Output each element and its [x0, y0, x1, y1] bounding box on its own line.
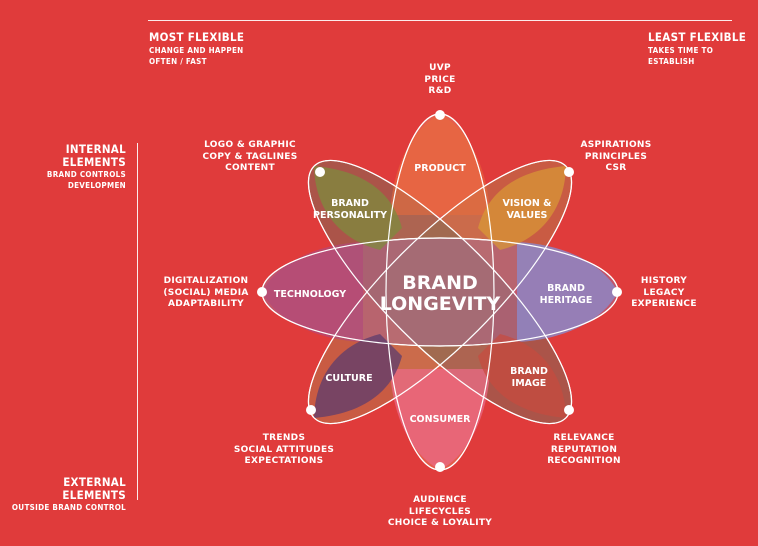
tip-image [478, 334, 566, 418]
outer-label-product: UVP PRICE R&D [390, 63, 490, 98]
most-flexible-block: MOST FLEXIBLE CHANGE AND HAPPEN OFTEN / … [149, 31, 244, 67]
outer-technology-2: (SOCIAL) MEDIA [163, 287, 249, 298]
petal-label-culture: CULTURE [325, 373, 372, 384]
outer-consumer-3: CHOICE & LOYALITY [387, 518, 493, 528]
outer-culture-1: TRENDS [262, 433, 306, 443]
tip-product [390, 114, 490, 215]
outer-consumer-1: AUDIENCE [413, 495, 467, 505]
petal-label-technology: TECHNOLOGY [274, 289, 346, 300]
top-divider-line [148, 20, 732, 21]
outer-vision-3: CSR [605, 163, 627, 173]
outer-personality-3: CONTENT [225, 163, 275, 173]
outer-heritage-2: LEGACY [643, 287, 685, 298]
tip-culture [314, 334, 402, 418]
most-flexible-title: MOST FLEXIBLE [149, 30, 245, 44]
petal-label-image-1: BRAND [510, 366, 548, 377]
outer-heritage-1: HISTORY [640, 276, 688, 286]
least-flexible-block: LEAST FLEXIBLE TAKES TIME TO ESTABLISH [648, 31, 746, 67]
center-title-line2: LONGEVITY [380, 293, 501, 315]
outer-label-consumer: AUDIENCE LIFECYCLES CHOICE & LOYALITY [375, 495, 505, 530]
outer-label-image: RELEVANCE REPUTATION RECOGNITION [532, 433, 636, 468]
petal-label-image-2: IMAGE [512, 378, 547, 389]
internal-elements-block: INTERNAL ELEMENTS BRAND CONTROLS DEVELOP… [0, 143, 126, 191]
petal-label-heritage-2: HERITAGE [540, 295, 593, 306]
least-flexible-line1: TAKES TIME TO [648, 46, 714, 55]
outer-image-1: RELEVANCE [553, 433, 615, 443]
dot-consumer [435, 462, 445, 472]
outer-image-2: REPUTATION [550, 444, 618, 455]
dot-personality [315, 167, 325, 177]
outer-label-personality: LOGO & GRAPHIC COPY & TAGLINES CONTENT [196, 140, 304, 175]
tip-heritage [517, 242, 618, 342]
dot-technology [257, 287, 267, 297]
outer-label-vision: ASPIRATIONS PRINCIPLES CSR [566, 140, 666, 175]
outer-technology-3: ADAPTABILITY [168, 299, 244, 309]
dot-heritage [612, 287, 622, 297]
center-title-line1: BRAND [402, 272, 478, 294]
outer-culture-2: SOCIAL ATTITUDES [233, 444, 335, 455]
petal-label-vision-2: VALUES [507, 210, 548, 221]
outer-label-heritage: HISTORY LEGACY EXPERIENCE [614, 276, 714, 311]
most-flexible-line2: OFTEN / FAST [149, 57, 207, 66]
outer-personality-2: COPY & TAGLINES [202, 151, 298, 162]
tip-technology [262, 242, 363, 342]
tip-consumer [390, 369, 490, 470]
outer-vision-1: ASPIRATIONS [580, 140, 652, 150]
tip-vision [478, 166, 566, 250]
outer-vision-2: PRINCIPLES [584, 151, 648, 162]
outer-personality-1: LOGO & GRAPHIC [204, 140, 296, 150]
side-divider-line [137, 143, 138, 500]
dot-culture [306, 405, 316, 415]
least-flexible-title: LEAST FLEXIBLE [648, 30, 747, 44]
most-flexible-line1: CHANGE AND HAPPEN [149, 46, 244, 55]
external-elements-block: EXTERNAL ELEMENTS OUTSIDE BRAND CONTROL [0, 476, 126, 513]
tip-dots [257, 110, 622, 472]
internal-elements-sub: BRAND CONTROLS DEVELOPMEN [46, 170, 126, 190]
outer-heritage-3: EXPERIENCE [631, 299, 697, 309]
outer-image-3: RECOGNITION [547, 456, 621, 466]
petal-label-vision-1: VISION & [503, 198, 552, 209]
petal-label-personality-1: BRAND [331, 198, 369, 209]
petal-label-personality-2: PERSONALITY [313, 210, 387, 221]
dot-product [435, 110, 445, 120]
petal-label-product: PRODUCT [414, 163, 466, 174]
outer-culture-3: EXPECTATIONS [244, 456, 324, 466]
outer-label-culture: TRENDS SOCIAL ATTITUDES EXPECTATIONS [228, 433, 340, 468]
outer-consumer-2: LIFECYCLES [408, 506, 472, 517]
outer-technology-1: DIGITALIZATION [163, 276, 249, 286]
least-flexible-line2: ESTABLISH [648, 57, 695, 66]
tip-personality [314, 166, 402, 250]
external-elements-title: EXTERNAL ELEMENTS [62, 475, 126, 502]
petal-label-consumer: CONSUMER [410, 414, 471, 425]
outer-product-3: R&D [428, 86, 452, 96]
outer-product-1: UVP [429, 63, 451, 73]
external-elements-sub: OUTSIDE BRAND CONTROL [11, 503, 126, 512]
dot-vision [564, 167, 574, 177]
petal-label-heritage-1: BRAND [547, 283, 585, 294]
outer-product-2: PRICE [424, 74, 456, 85]
internal-elements-title: INTERNAL ELEMENTS [62, 142, 126, 169]
outer-label-technology: DIGITALIZATION (SOCIAL) MEDIA ADAPTABILI… [156, 276, 256, 311]
dot-image [564, 405, 574, 415]
